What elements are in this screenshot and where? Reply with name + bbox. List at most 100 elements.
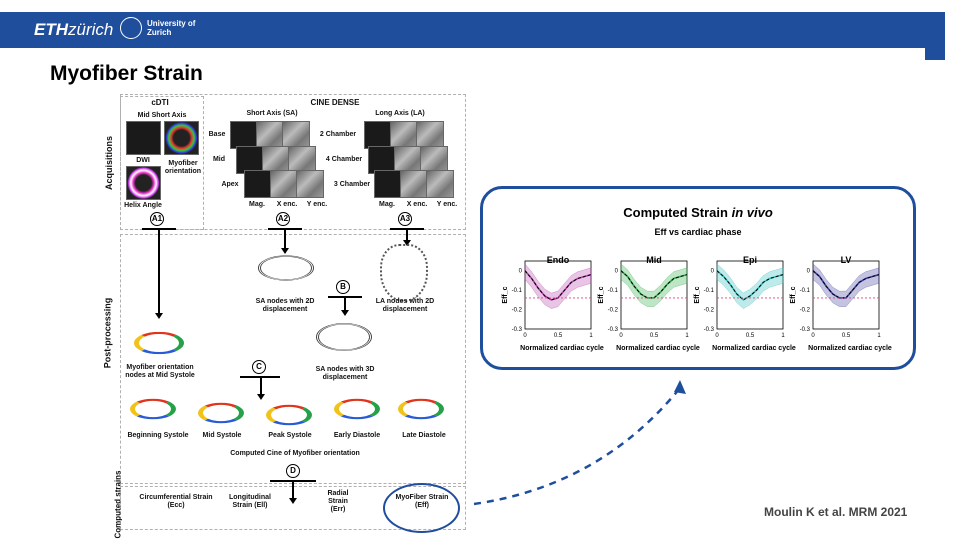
plot-frame-mid	[620, 260, 688, 330]
ring-mid-systole	[198, 402, 244, 424]
uzh-seal-icon	[120, 17, 142, 39]
x-tick: 0.5	[650, 333, 659, 339]
citation: Moulin K et al. MRM 2021	[764, 505, 908, 519]
sa-yenc-label: Y enc.	[306, 201, 328, 208]
sa-base-yenc	[282, 121, 310, 149]
b-arrow-line	[344, 297, 346, 311]
y-tick: 0	[807, 269, 811, 275]
plot-frame-endo	[524, 260, 592, 330]
x-tick: 0.5	[746, 333, 755, 339]
header-bar	[0, 12, 945, 48]
a3-arrow-line	[406, 229, 408, 241]
myofiber-strain-highlight	[383, 483, 460, 533]
section-label-acquisitions: Acquisitions	[104, 135, 115, 191]
label-beginning-systole: Beginning Systole	[127, 432, 189, 439]
cdti-helix-angle-label: Helix Angle	[124, 202, 162, 209]
y-tick: -0.1	[800, 288, 811, 294]
marker-d: D	[286, 464, 300, 478]
y-tick: 0	[519, 269, 523, 275]
la-nodes-2d-label: LA nodes with 2D displacement	[375, 298, 435, 313]
y-tick: -0.3	[704, 327, 715, 333]
plot-title-lv: LV	[841, 255, 852, 265]
x-axis-label: Normalized cardiac cycle	[520, 345, 604, 352]
sa-base-mag	[230, 121, 258, 149]
result-subtitle: Eff vs cardiac phase	[654, 227, 742, 237]
sa-apex-mag	[244, 170, 272, 198]
y-axis-label: Eff_c	[790, 286, 797, 303]
strain-radial: Radial Strain (Err)	[327, 490, 349, 513]
x-axis-label: Normalized cardiac cycle	[808, 345, 892, 352]
cdti-image-2	[164, 121, 199, 155]
x-tick: 0	[811, 333, 815, 339]
y-tick: 0	[615, 269, 619, 275]
c-arrow-head	[257, 394, 265, 400]
label-early-diastole: Early Diastole	[333, 432, 381, 439]
sa-nodes-3d-mesh	[316, 323, 372, 351]
y-tick: -0.3	[512, 327, 523, 333]
band-epi	[716, 263, 784, 309]
la-2ch-mag	[364, 121, 392, 149]
plot-title-endo: Endo	[547, 255, 570, 265]
marker-c: C	[252, 360, 266, 374]
la-xenc-label: X enc.	[406, 201, 428, 208]
band-lv	[812, 263, 880, 307]
x-tick: 0	[715, 333, 719, 339]
section-label-computed-strains: Computed strains	[113, 470, 123, 539]
cine-2ch-label: 2 Chamber	[319, 131, 357, 138]
band-mid	[620, 263, 688, 307]
sa-mid-mag	[236, 146, 264, 174]
x-axis-label: Normalized cardiac cycle	[712, 345, 796, 352]
y-tick: -0.1	[608, 288, 619, 294]
sa-nodes-2d-label: SA nodes with 2D displacement	[255, 298, 315, 313]
y-tick: -0.2	[512, 308, 523, 314]
computed-strain-panel: Computed Strain in vivo Eff vs cardiac p…	[480, 186, 916, 370]
cine-base-label: Base	[208, 131, 226, 138]
la-2ch-yenc	[416, 121, 444, 149]
cdti-dwi-label: DWI	[136, 157, 150, 164]
plot-title-epi: Epi	[743, 255, 757, 265]
strain-circumferential: Circumferential Strain (Ecc)	[139, 494, 213, 509]
y-axis-label: Eff_c	[502, 286, 509, 303]
cdti-title: cDTI	[151, 98, 169, 107]
mean-dashed-epi	[716, 270, 784, 301]
cine-4ch-label: 4 Chamber	[325, 156, 363, 163]
sa-apex-xenc	[270, 170, 298, 198]
y-axis-label: Eff_c	[694, 286, 701, 303]
plot-title-mid: Mid	[646, 255, 662, 265]
connector-arrow	[473, 380, 686, 506]
y-tick: -0.2	[608, 308, 619, 314]
cdti-image-helix	[126, 166, 161, 200]
x-tick: 1	[781, 333, 785, 339]
plot-frame-lv	[812, 260, 880, 330]
y-tick: -0.3	[800, 327, 811, 333]
cine-apex-label: Apex	[221, 181, 239, 188]
cine-mid-label: Mid	[212, 156, 226, 163]
slide-title: Myofiber Strain	[50, 62, 203, 85]
la-mag-label: Mag.	[379, 201, 395, 208]
x-tick: 0.5	[842, 333, 851, 339]
section-label-post-processing: Post-processing	[102, 297, 113, 369]
x-axis-label: Normalized cardiac cycle	[616, 345, 700, 352]
cine-short-axis-label: Short Axis (SA)	[246, 110, 298, 117]
x-tick: 1	[877, 333, 881, 339]
ring-peak-systole	[266, 404, 312, 426]
la-3ch-xenc	[400, 170, 428, 198]
x-tick: 0	[619, 333, 623, 339]
cine-long-axis-label: Long Axis (LA)	[375, 110, 425, 117]
marker-b: B	[336, 280, 350, 294]
y-tick: -0.2	[800, 308, 811, 314]
marker-a1: A1	[150, 212, 164, 226]
sa-nodes-2d-mesh	[258, 255, 314, 281]
label-computed-cine: Computed Cine of Myofiber orientation	[230, 450, 360, 457]
la-2ch-xenc	[390, 121, 418, 149]
la-3ch-yenc	[426, 170, 454, 198]
la-yenc-label: Y enc.	[436, 201, 458, 208]
label-late-diastole: Late Diastole	[402, 432, 446, 439]
cdti-image-1	[126, 121, 161, 155]
la-nodes-mesh	[380, 244, 428, 302]
label-peak-systole: Peak Systole	[268, 432, 312, 439]
cine-3ch-label: 3 Chamber	[333, 181, 371, 188]
sa-mag-label: Mag.	[249, 201, 265, 208]
